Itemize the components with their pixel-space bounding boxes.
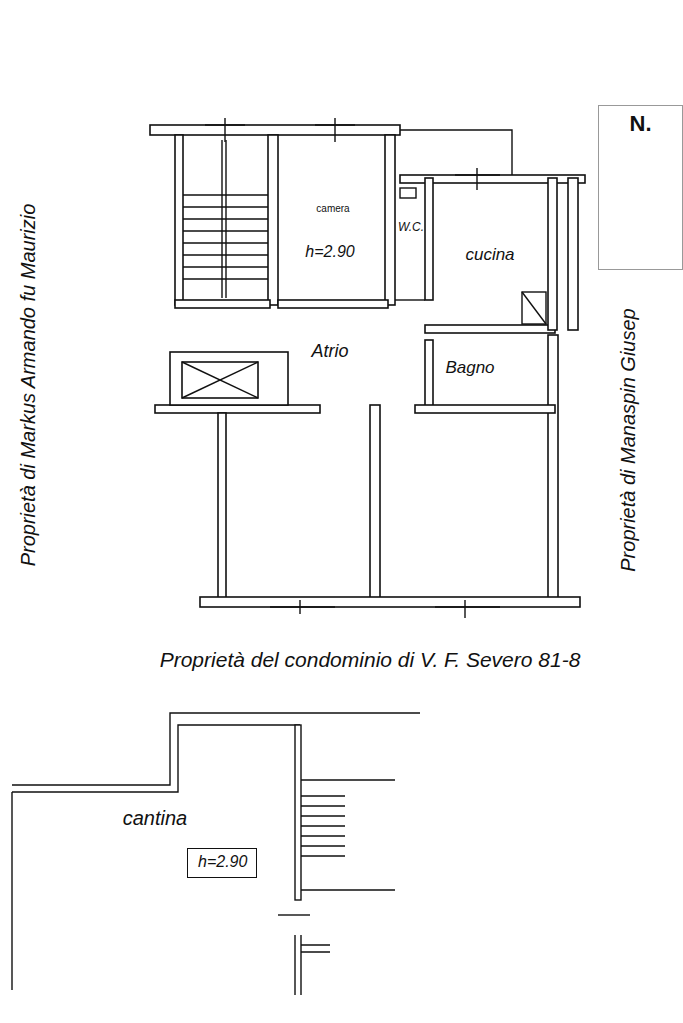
room-label: W.C. — [398, 221, 424, 234]
room-label: Proprietà di Markus Armando fu Maurizio — [17, 204, 39, 567]
room-label: cucina — [465, 246, 514, 265]
height-box: h=2.90 — [187, 848, 257, 878]
room-label: h=2.90 — [305, 243, 354, 261]
room-label: Atrio — [311, 342, 348, 362]
room-label: camera — [316, 203, 349, 214]
stamp-box: N. — [598, 105, 683, 270]
room-label: Proprietà di Manaspin Giusep — [617, 308, 639, 571]
box-text: N. — [605, 112, 676, 136]
room-label: Proprietà del condominio di V. F. Severo… — [160, 648, 581, 671]
room-label: cantina — [123, 807, 188, 829]
box-text: h=2.90 — [198, 853, 246, 871]
room-label: Bagno — [445, 359, 494, 378]
